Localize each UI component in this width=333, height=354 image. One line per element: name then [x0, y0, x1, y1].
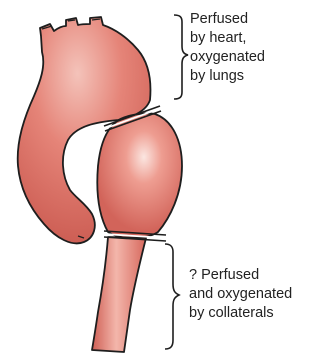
lower-segment-label: ? Perfused and oxygenated by collaterals — [189, 266, 292, 323]
lower-label-line-3: by collaterals — [189, 304, 292, 323]
lower-descending-aorta — [92, 237, 146, 352]
upper-label-line-2: by heart, — [190, 29, 265, 48]
upper-brace — [174, 15, 188, 99]
upper-segment-label: Perfused by heart, oxygenated by lungs — [190, 10, 265, 86]
lower-brace — [165, 244, 179, 349]
dilated-descending-segment — [97, 113, 182, 238]
upper-label-line-3: oxygenated — [190, 48, 265, 67]
upper-label-line-4: by lungs — [190, 67, 265, 86]
lower-label-line-2: and oxygenated — [189, 285, 292, 304]
upper-label-line-1: Perfused — [190, 10, 265, 29]
lower-label-line-1: ? Perfused — [189, 266, 292, 285]
